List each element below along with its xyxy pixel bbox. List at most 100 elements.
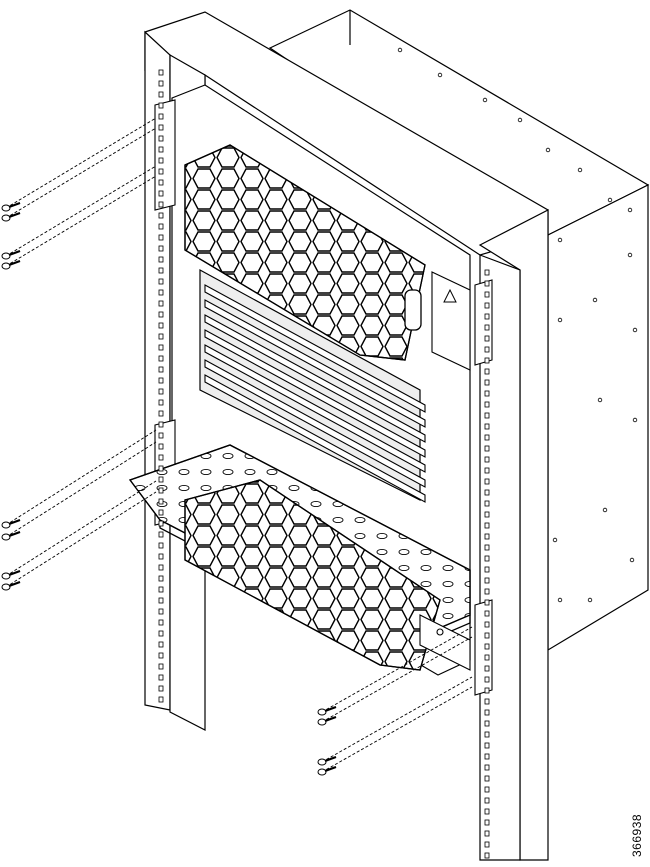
screw <box>1 117 157 212</box>
post-hole <box>158 267 164 274</box>
side-hole <box>517 117 523 123</box>
post-hole <box>158 311 164 318</box>
post-hole <box>484 676 490 683</box>
line-card-slots <box>204 284 426 503</box>
post-hole <box>484 412 490 419</box>
side-hole <box>607 197 613 203</box>
screw-head <box>317 758 327 766</box>
post-hole <box>484 698 490 705</box>
screw-head <box>1 204 11 212</box>
mounting-bracket-upper-right <box>474 279 493 366</box>
post-hole <box>484 709 490 716</box>
post-hole <box>484 808 490 815</box>
side-hole <box>627 207 633 213</box>
post-hole <box>484 324 490 331</box>
top-fan-tray <box>184 144 426 361</box>
post-hole <box>158 113 164 120</box>
screw-shaft <box>8 249 21 257</box>
screw <box>1 429 157 529</box>
post-hole <box>158 509 164 516</box>
post-hole <box>484 764 490 771</box>
post-hole <box>484 489 490 496</box>
side-hole <box>632 327 638 333</box>
screw-head <box>1 583 11 591</box>
post-hole <box>484 379 490 386</box>
post-hole <box>158 80 164 87</box>
screw-head <box>1 533 11 541</box>
side-hole <box>627 252 633 258</box>
post-hole <box>158 443 164 450</box>
alignment-line <box>5 480 157 577</box>
post-hole <box>484 522 490 529</box>
post-hole <box>484 643 490 650</box>
screw-shaft <box>324 755 337 763</box>
post-hole <box>158 300 164 307</box>
post-hole <box>484 500 490 507</box>
post-hole <box>158 256 164 263</box>
post-hole <box>158 289 164 296</box>
post-hole <box>158 454 164 461</box>
post-hole <box>484 588 490 595</box>
post-hole <box>158 663 164 670</box>
post-hole <box>484 390 490 397</box>
screw-shaft <box>324 715 337 723</box>
post-hole <box>158 531 164 538</box>
post-hole <box>158 564 164 571</box>
alignment-line <box>321 686 473 773</box>
post-hole <box>484 797 490 804</box>
alignment-line <box>5 117 157 209</box>
alignment-line <box>5 441 157 538</box>
post-hole <box>484 819 490 826</box>
post-hole <box>158 146 164 153</box>
screw-group-upper-left <box>1 117 157 270</box>
side-hole <box>482 97 488 103</box>
post-hole <box>484 720 490 727</box>
side-hole <box>397 47 403 53</box>
post-hole <box>158 619 164 626</box>
post-hole <box>158 344 164 351</box>
post-hole <box>484 280 490 287</box>
post-hole <box>158 696 164 703</box>
post-hole <box>484 467 490 474</box>
screw-head <box>317 708 327 716</box>
screw-shaft <box>8 259 21 267</box>
screw-shaft <box>8 211 21 219</box>
screw-head <box>317 718 327 726</box>
post-hole <box>158 168 164 175</box>
alignment-line <box>321 626 473 713</box>
side-hole <box>557 317 563 323</box>
post-hole <box>158 652 164 659</box>
post-hole <box>484 830 490 837</box>
post-hole <box>484 313 490 320</box>
post-hole <box>158 630 164 637</box>
post-hole <box>484 775 490 782</box>
screw <box>317 626 473 716</box>
alignment-line <box>5 165 157 257</box>
screw-shaft <box>8 580 21 588</box>
post-hole <box>484 291 490 298</box>
mounting-bracket-lower-right <box>474 599 493 696</box>
post-hole <box>158 575 164 582</box>
screw-shaft <box>8 569 21 577</box>
post-hole <box>158 520 164 527</box>
screw-head <box>1 262 11 270</box>
rack-top-frame <box>144 11 549 861</box>
side-hole <box>597 397 603 403</box>
warning-label <box>431 271 471 371</box>
side-panel-holes <box>397 47 638 603</box>
alignment-line <box>321 676 473 763</box>
post-hole <box>158 322 164 329</box>
side-hole <box>602 507 608 513</box>
screw-head <box>1 214 11 222</box>
screw-head <box>1 521 11 529</box>
alignment-line <box>5 491 157 588</box>
post-hole <box>484 786 490 793</box>
screw-shaft <box>8 201 21 209</box>
post-hole <box>158 498 164 505</box>
post-hole <box>158 135 164 142</box>
screw-shaft <box>324 705 337 713</box>
side-hole <box>632 417 638 423</box>
post-hole <box>484 665 490 672</box>
screw-group-lower-right <box>317 626 473 776</box>
screw <box>1 441 157 541</box>
